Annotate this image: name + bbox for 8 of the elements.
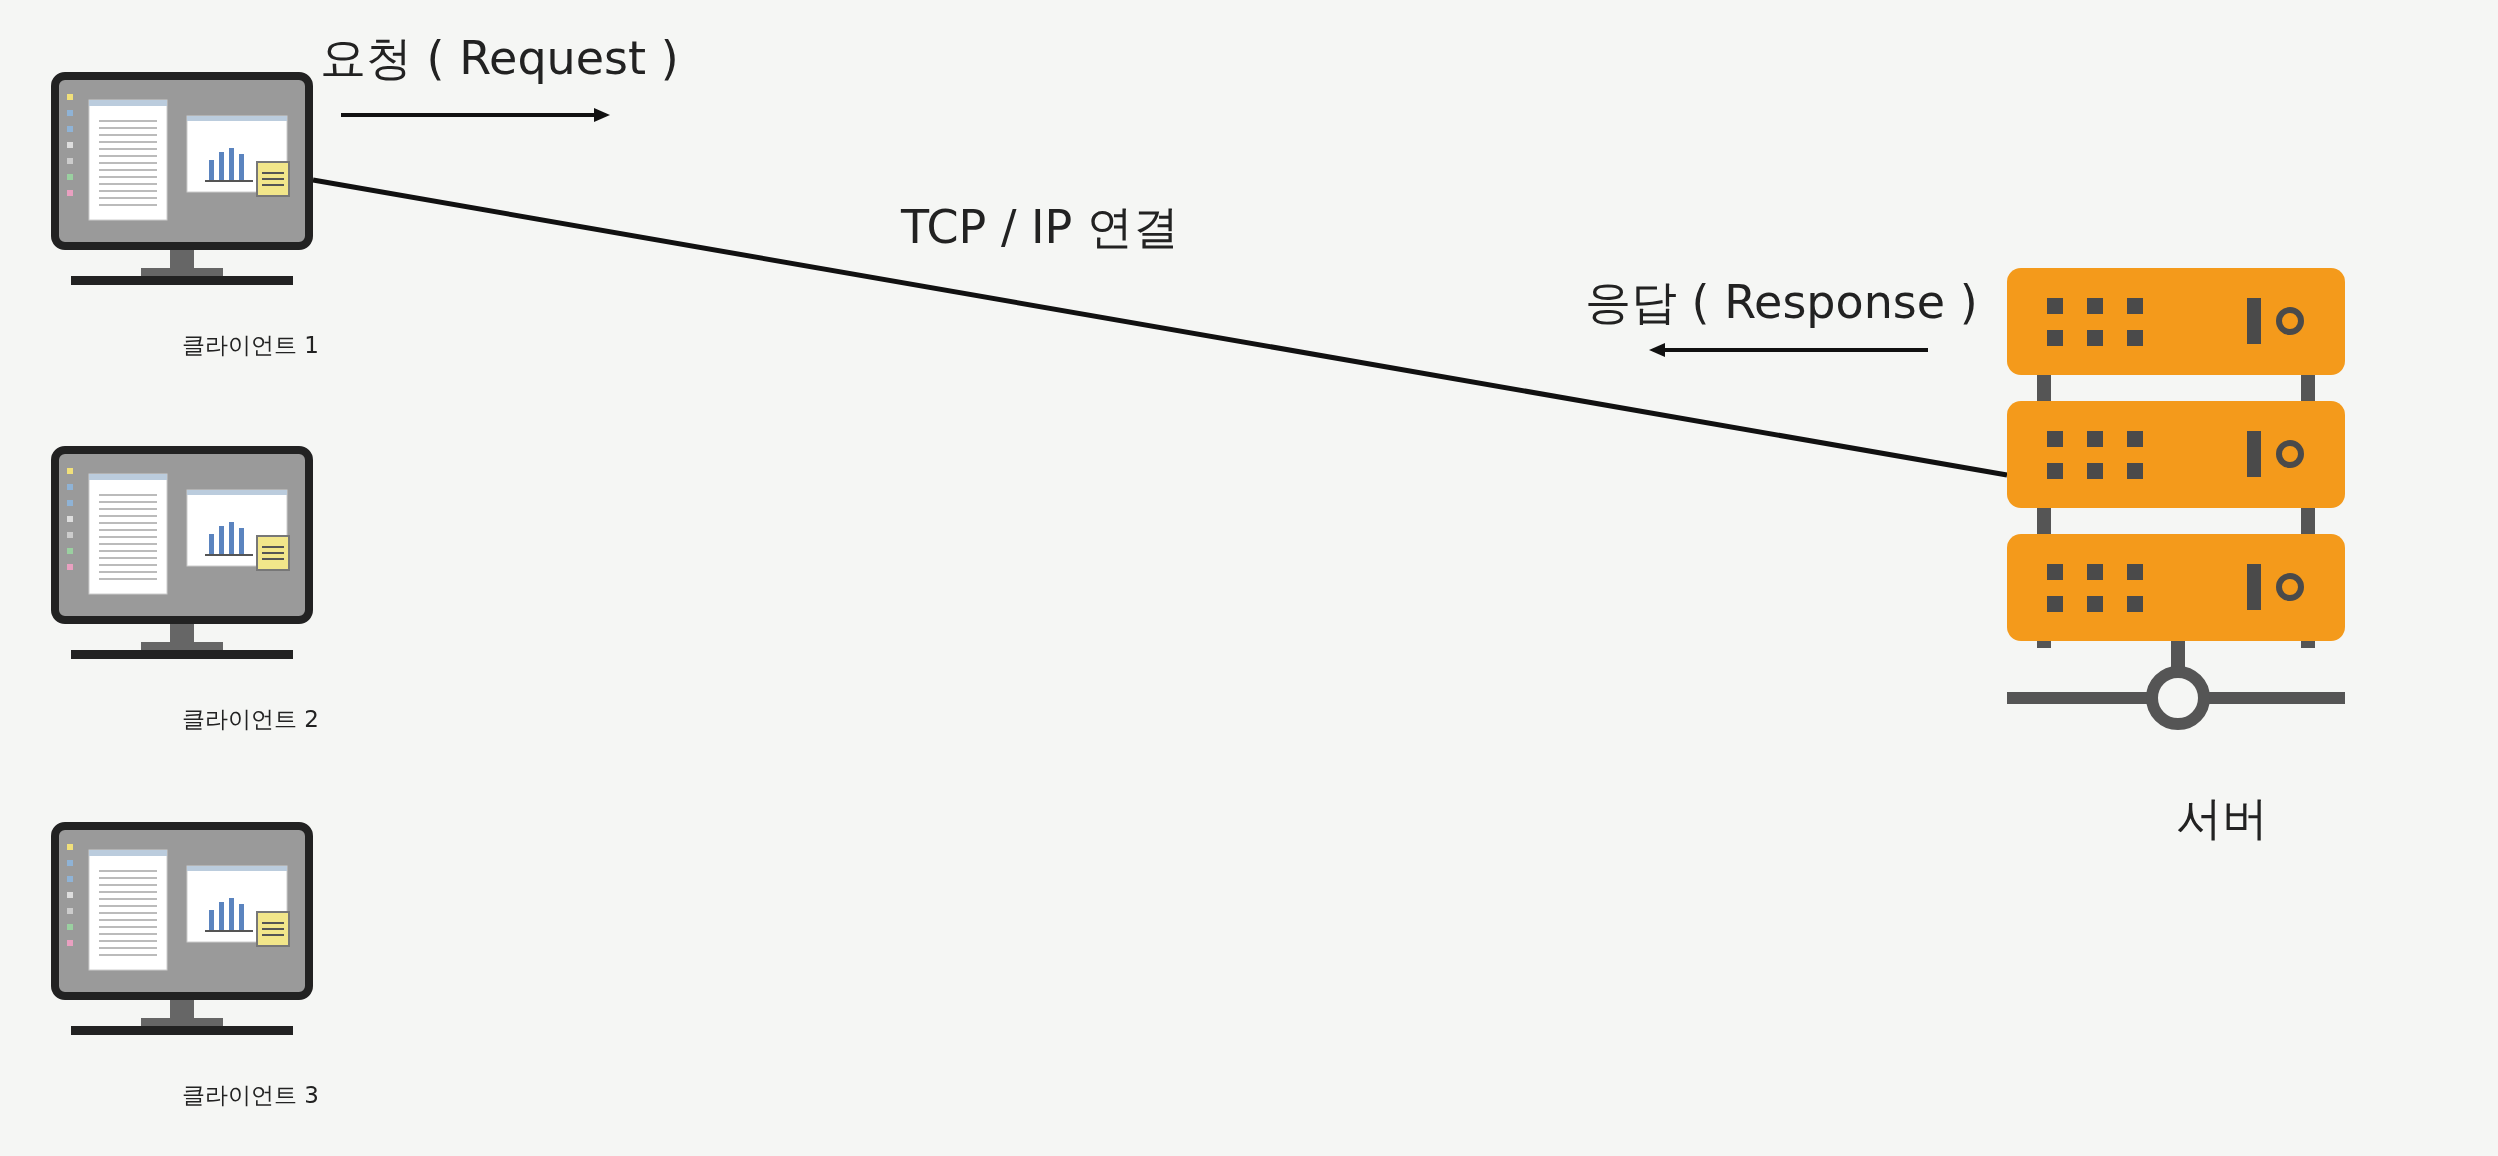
- client-label: 클라이언트 1: [182, 331, 319, 360]
- edge-label: TCP / IP 연결: [901, 198, 1179, 256]
- server-label: 서버: [2176, 790, 2268, 847]
- client-label: 클라이언트 2: [182, 705, 319, 734]
- client-label: 클라이언트 3: [182, 1081, 319, 1110]
- message-label: 요청 ( Request ): [320, 30, 679, 87]
- connection-line: [312, 177, 2008, 478]
- message-label: 응답 ( Response ): [1585, 274, 1978, 331]
